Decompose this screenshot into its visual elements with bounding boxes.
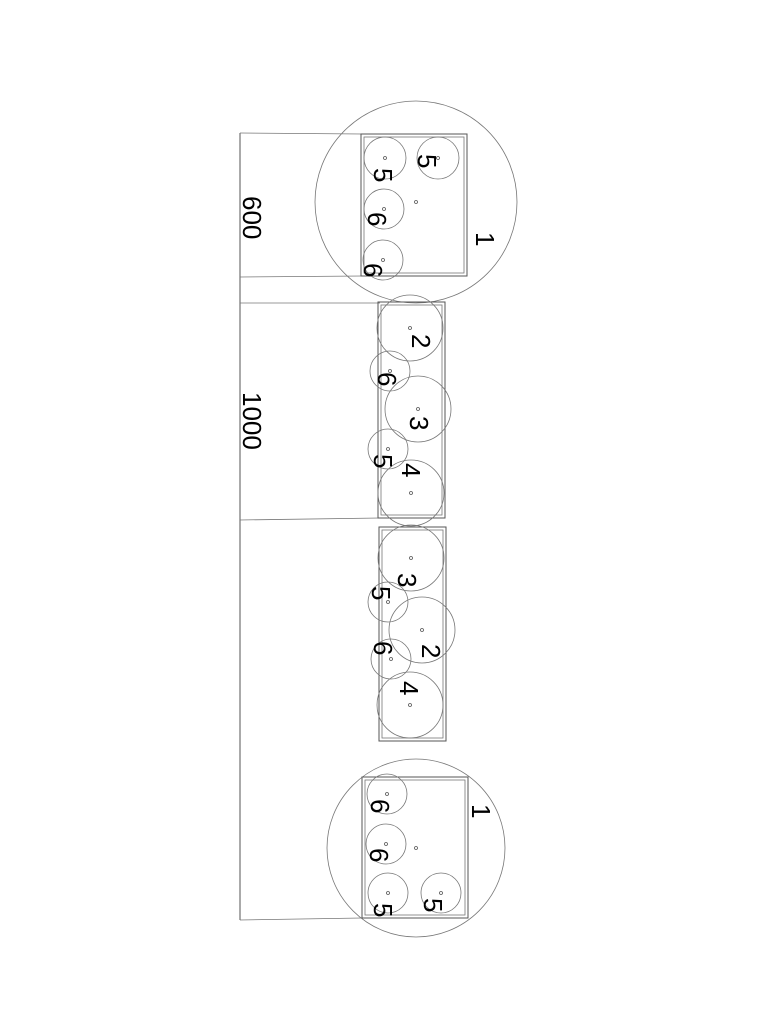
area-label: 3 xyxy=(404,416,434,430)
small-circle xyxy=(366,773,408,815)
small-circle xyxy=(416,136,460,180)
center-dot xyxy=(409,556,413,560)
panel-a: 5 5 6 6 1 xyxy=(314,100,518,304)
center-dot xyxy=(388,369,392,373)
area-label: 6 xyxy=(368,641,398,655)
center-dot xyxy=(385,792,389,796)
center-dot xyxy=(386,891,390,895)
dim-tick-upper-end xyxy=(239,275,363,278)
panel-outer-rect xyxy=(378,526,447,742)
dimension-label-600: 600 xyxy=(237,196,267,239)
small-circle xyxy=(363,136,407,180)
center-dot xyxy=(386,447,390,451)
small-circle xyxy=(384,375,452,443)
center-dot xyxy=(416,407,420,411)
small-circle xyxy=(365,823,407,865)
center-dot xyxy=(408,326,412,330)
area-label: 2 xyxy=(406,334,436,348)
panel-c: 3 5 2 6 4 xyxy=(366,524,456,742)
small-circle xyxy=(363,188,405,230)
panel-outer-rect xyxy=(377,301,446,519)
small-circle xyxy=(367,581,409,623)
area-label: 5 xyxy=(418,898,448,912)
area-label: 6 xyxy=(358,263,388,277)
area-label: 1 xyxy=(466,804,496,818)
center-dot xyxy=(386,600,390,604)
area-label: 6 xyxy=(365,799,395,813)
center-dot xyxy=(382,207,386,211)
small-circle xyxy=(420,872,462,914)
small-circle xyxy=(377,459,445,527)
large-circle xyxy=(326,758,506,938)
panel-d: 6 6 5 5 1 xyxy=(326,758,506,938)
area-label: 6 xyxy=(372,372,402,386)
dim-tick-lower-end xyxy=(239,517,381,521)
center-dot xyxy=(383,156,387,160)
area-label: 3 xyxy=(392,573,422,587)
area-label: 6 xyxy=(364,848,394,862)
center-dot xyxy=(389,657,393,661)
panel-inner-rect xyxy=(380,304,443,516)
dimension-lines: 600 1000 xyxy=(237,132,381,921)
area-label: 4 xyxy=(394,681,424,695)
small-circle xyxy=(376,294,444,362)
center-dot xyxy=(414,846,418,850)
small-circle xyxy=(370,638,412,680)
center-dot xyxy=(420,628,424,632)
area-label: 6 xyxy=(362,212,392,226)
large-circle xyxy=(314,100,518,304)
panel-b: 2 6 3 5 4 xyxy=(367,294,452,527)
small-circle xyxy=(362,239,404,281)
small-circle xyxy=(376,671,444,739)
center-dot xyxy=(409,491,413,495)
small-circle xyxy=(388,596,456,664)
center-dot xyxy=(381,258,385,262)
panel-inner-rect xyxy=(381,529,444,739)
dim-tick-top xyxy=(239,132,363,135)
area-label: 1 xyxy=(470,232,500,246)
center-dot xyxy=(439,891,443,895)
panel-outer-rect xyxy=(361,776,469,919)
dimension-label-1000: 1000 xyxy=(237,392,267,450)
center-dot xyxy=(436,156,440,160)
area-label: 5 xyxy=(366,586,396,600)
area-label: 2 xyxy=(416,644,446,658)
area-label: 5 xyxy=(368,454,398,468)
center-dot xyxy=(414,200,418,204)
area-label: 5 xyxy=(368,903,398,917)
area-label: 5 xyxy=(368,168,398,182)
small-circle xyxy=(367,872,409,914)
center-dot xyxy=(384,842,388,846)
area-label: 5 xyxy=(412,154,442,168)
area-label: 4 xyxy=(396,463,426,477)
dim-tick-bottom xyxy=(239,917,363,921)
small-circle xyxy=(377,524,445,592)
panel-inner-rect xyxy=(364,779,466,916)
panel-outer-rect xyxy=(360,133,468,277)
center-dot xyxy=(408,703,412,707)
